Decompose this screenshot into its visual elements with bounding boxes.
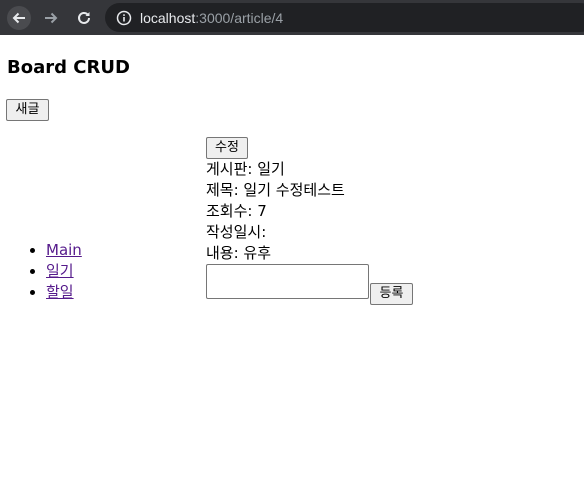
sidebar-link-todo[interactable]: 할일 [46,283,74,301]
article-detail: 수정 게시판: 일기 제목: 일기 수정테스트 조회수: 7 작성일시: 내용:… [206,137,413,305]
article-views: 조회수: 7 [206,202,267,220]
info-icon[interactable] [116,10,132,26]
forward-button[interactable] [39,6,63,30]
url-path: :3000/article/4 [195,9,284,26]
url-text[interactable]: localhost:3000/article/4 [140,10,283,26]
reload-icon [78,11,90,24]
article-created: 작성일시: [206,223,267,241]
sidebar-link-main[interactable]: Main [46,241,82,259]
url-host: localhost [140,9,196,26]
sidebar-link-diary[interactable]: 일기 [46,262,74,280]
reload-button[interactable] [72,6,96,30]
browser-toolbar: localhost:3000/article/4 [0,0,584,35]
sidebar-item-diary: 일기 [46,261,82,282]
edit-button[interactable]: 수정 [206,137,248,159]
sidebar-nav: Main 일기 할일 [0,240,82,303]
back-button[interactable] [7,6,31,30]
new-post-button[interactable]: 새글 [6,99,49,121]
sidebar-item-todo: 할일 [46,282,82,303]
address-bar[interactable]: localhost:3000/article/4 [105,3,584,32]
arrow-left-icon [12,12,25,24]
comment-form: 등록 [206,264,413,305]
article-content: 내용: 유후 [206,244,272,262]
article-subject: 제목: 일기 수정테스트 [206,181,345,199]
sidebar-item-main: Main [46,240,82,261]
comment-textarea[interactable] [206,264,369,299]
arrow-right-icon [45,12,58,24]
page-title: Board CRUD [7,57,130,78]
register-button[interactable]: 등록 [370,283,413,305]
article-board: 게시판: 일기 [206,160,285,178]
